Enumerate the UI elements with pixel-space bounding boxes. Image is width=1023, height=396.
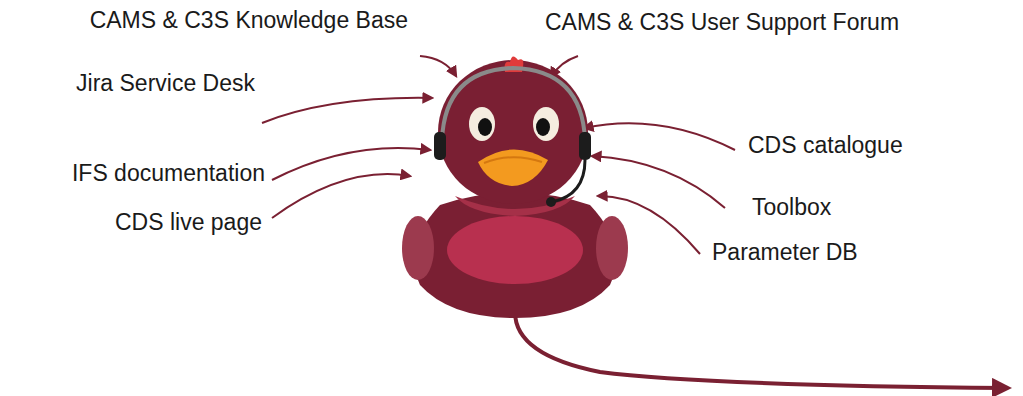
source-label-box: CDS live page [115, 208, 262, 236]
source-label: CAMS & C3S Knowledge Base [90, 7, 408, 33]
source-label: Jira Service Desk [76, 70, 255, 96]
source-label-box: IFS documentation [72, 159, 265, 187]
source-label: CAMS & C3S User Support Forum [545, 9, 899, 35]
source-label: Parameter DB [712, 239, 858, 265]
source-label: Toolbox [752, 194, 831, 220]
source-label: IFS documentation [72, 160, 265, 186]
source-label-box: CAMS & C3S User Support Forum [545, 8, 899, 36]
source-label-box: CAMS & C3S Knowledge Base [90, 6, 408, 34]
source-label-box: Parameter DB [712, 238, 858, 266]
source-label: CDS catalogue [748, 132, 903, 158]
source-label-box: CDS catalogue [748, 131, 903, 159]
source-label-box: Toolbox [752, 193, 831, 221]
source-label-box: Jira Service Desk [76, 69, 255, 97]
output-arrow [515, 312, 1008, 388]
source-label: CDS live page [115, 209, 262, 235]
